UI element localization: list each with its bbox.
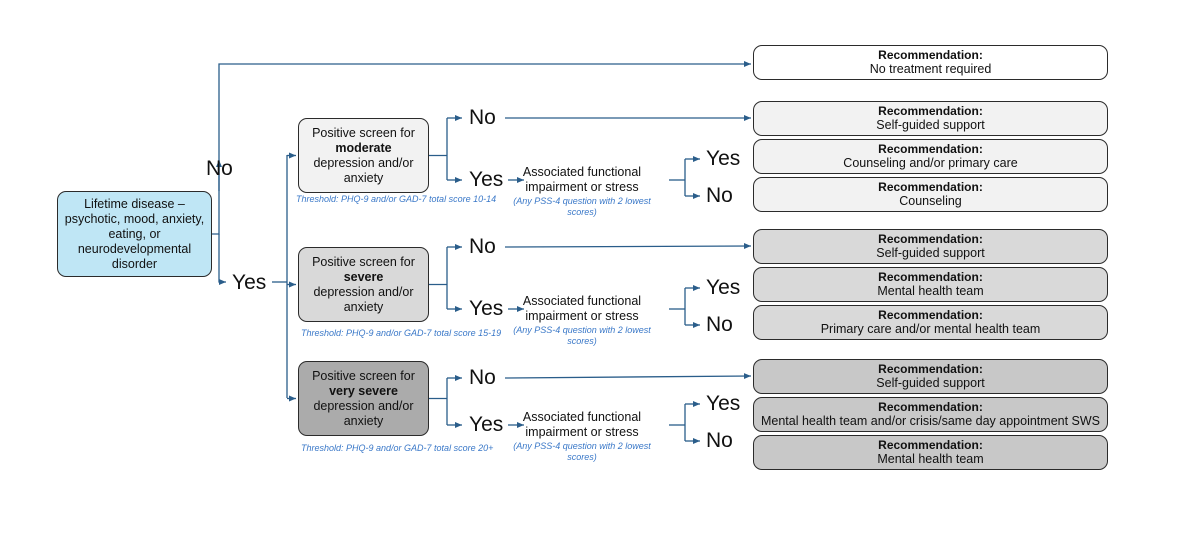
functional-no-label-0: No	[706, 184, 733, 207]
recommendation-0-yes-no: Recommendation:Counseling	[753, 177, 1108, 212]
pss4-note: (Any PSS-4 question with 2 lowest scores…	[513, 196, 651, 217]
threshold-note-0: Threshold: PHQ-9 and/or GAD-7 total scor…	[296, 194, 497, 204]
functional-no-label-2: No	[706, 429, 733, 452]
functional-yes-label-0: Yes	[706, 147, 741, 170]
recommendation-title: Recommendation:	[878, 308, 983, 322]
screen-no-label-1: No	[469, 235, 496, 258]
recommendation-title: Recommendation:	[878, 362, 983, 376]
functional-no-label-1: No	[706, 313, 733, 336]
root-no-arrow	[218, 61, 751, 191]
screen-yes-label-1: Yes	[469, 297, 504, 320]
screen-2-no-to-rec	[504, 373, 752, 380]
functional-impairment-2: Associated functional impairment or stre…	[507, 410, 657, 463]
threshold-note-1: Threshold: PHQ-9 and/or GAD-7 total scor…	[301, 328, 502, 338]
screen-yes-label-2: Yes	[469, 413, 504, 436]
recommendation-title: Recommendation:	[878, 232, 983, 246]
recommendation-0-no: Recommendation:Self-guided support	[753, 101, 1108, 136]
recommendation-2-yes-no: Recommendation:Mental health team	[753, 435, 1108, 470]
pss4-note: (Any PSS-4 question with 2 lowest scores…	[513, 325, 651, 346]
recommendation-1-no: Recommendation:Self-guided support	[753, 229, 1108, 264]
root-yes-arrow	[218, 277, 226, 285]
root-yes-label: Yes	[232, 271, 267, 294]
functional-yes-label-2: Yes	[706, 392, 741, 415]
recommendation-title: Recommendation:	[878, 270, 983, 284]
recommendation-1-yes-no: Recommendation:Primary care and/or menta…	[753, 305, 1108, 340]
recommendation-title: Recommendation:	[878, 48, 983, 62]
screen-severity: moderate	[335, 140, 392, 155]
recommendation-text: Primary care and/or mental health team	[820, 322, 1041, 336]
functional-text: Associated functional impairment or stre…	[522, 410, 642, 439]
root-no-label: No	[206, 157, 233, 180]
recommendation-no-treatment: Recommendation: No treatment required	[753, 45, 1108, 80]
root-condition-box: Lifetime disease – psychotic, mood, anxi…	[57, 191, 212, 277]
root-condition-text: Lifetime disease – psychotic, mood, anxi…	[64, 196, 205, 271]
screen-suffix: depression and/or anxiety	[313, 284, 414, 314]
functional-yes-label-1: Yes	[706, 276, 741, 299]
screen-prefix: Positive screen for	[312, 254, 415, 269]
recommendation-text: Counseling	[899, 194, 962, 208]
recommendation-title: Recommendation:	[878, 180, 983, 194]
recommendation-0-yes-yes: Recommendation:Counseling and/or primary…	[753, 139, 1108, 174]
functional-impairment-1: Associated functional impairment or stre…	[507, 294, 657, 347]
screen-yes-label-0: Yes	[469, 168, 504, 191]
recommendation-text: Self-guided support	[876, 118, 985, 132]
functional-text: Associated functional impairment or stre…	[522, 165, 642, 194]
functional-impairment-0: Associated functional impairment or stre…	[507, 165, 657, 218]
screen-prefix: Positive screen for	[312, 125, 415, 140]
pss4-note: (Any PSS-4 question with 2 lowest scores…	[513, 441, 651, 462]
threshold-note-2: Threshold: PHQ-9 and/or GAD-7 total scor…	[301, 443, 494, 453]
recommendation-1-yes-yes: Recommendation:Mental health team	[753, 267, 1108, 302]
recommendation-2-yes-yes: Recommendation:Mental health team and/or…	[753, 397, 1108, 432]
screen-no-label-2: No	[469, 366, 496, 389]
functional-text: Associated functional impairment or stre…	[522, 294, 642, 323]
recommendation-title: Recommendation:	[878, 104, 983, 118]
recommendation-text: No treatment required	[869, 62, 992, 76]
recommendation-title: Recommendation:	[878, 400, 983, 414]
recommendation-text: Self-guided support	[876, 246, 985, 260]
recommendation-text: Mental health team	[877, 452, 984, 466]
screen-suffix: depression and/or anxiety	[313, 155, 414, 185]
screen-suffix: depression and/or anxiety	[313, 398, 414, 428]
recommendation-text: Mental health team and/or crisis/same da…	[760, 414, 1101, 428]
recommendation-text: Self-guided support	[876, 376, 985, 390]
screen-no-label-0: No	[469, 106, 496, 129]
recommendation-text: Counseling and/or primary care	[843, 156, 1018, 170]
screen-severity: severe	[343, 269, 384, 284]
recommendation-text: Mental health team	[877, 284, 984, 298]
screen-prefix: Positive screen for	[312, 368, 415, 383]
recommendation-title: Recommendation:	[878, 438, 983, 452]
recommendation-title: Recommendation:	[878, 142, 983, 156]
screen-severity: very severe	[329, 383, 398, 398]
screen-1-no-to-rec	[504, 243, 752, 250]
recommendation-2-no: Recommendation:Self-guided support	[753, 359, 1108, 394]
